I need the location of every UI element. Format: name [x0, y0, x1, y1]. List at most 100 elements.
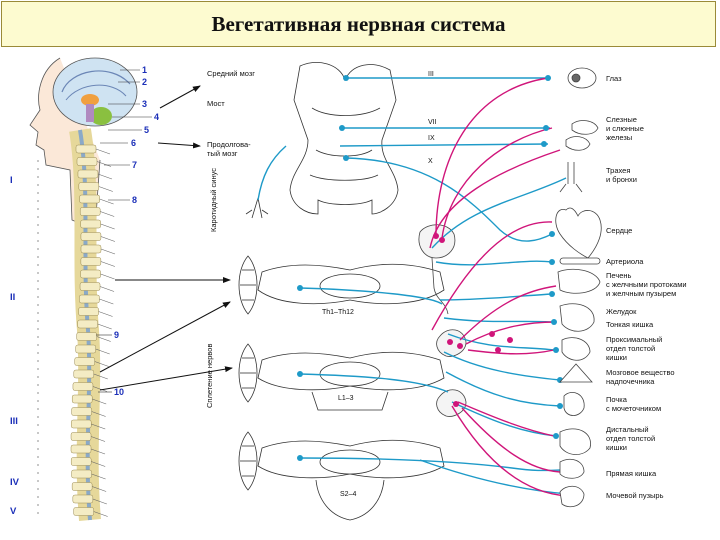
vertebra	[80, 244, 102, 254]
spinal-nerve	[98, 311, 113, 317]
vertebra	[80, 269, 101, 279]
intestine-sketch	[561, 337, 591, 361]
vertebra	[79, 282, 101, 291]
callout-3: 3	[142, 99, 147, 109]
organ-rectum: Прямая кишка	[606, 469, 657, 478]
vertebra	[77, 319, 98, 329]
callout-8: 8	[132, 195, 137, 205]
organ-liver-2: с желчными протоками	[606, 280, 687, 289]
segment-labels: Th1–Th12 L1–3 S2–4	[322, 309, 356, 498]
organ-trachea-2: и бронхи	[606, 175, 637, 184]
trachea-sketch	[559, 162, 583, 193]
spinal-nerve	[95, 348, 110, 355]
vertebra	[71, 394, 93, 404]
region-3: III	[10, 416, 18, 427]
vertebra	[70, 432, 92, 441]
organ-liver-3: и желчным пузырем	[606, 289, 676, 298]
heart-sketch	[555, 207, 602, 259]
vertebra	[70, 457, 92, 466]
organ-sketches	[555, 67, 602, 508]
vertebra	[76, 157, 98, 166]
adrenal-sketch	[559, 363, 593, 383]
nerve-IX: IX	[428, 135, 435, 142]
spinal-nerve	[91, 461, 106, 467]
spinal-nerve	[92, 498, 107, 505]
prevertebral-ganglia	[418, 224, 467, 417]
segment-sacral: S2–4	[340, 491, 356, 498]
label-carotid-sinus: Каротидный синус	[209, 168, 218, 232]
segment-thoracic: Th1–Th12	[322, 309, 354, 316]
organ-dist-colon-1: Дистальный	[606, 425, 649, 434]
organ-trachea-1: Трахея	[606, 166, 630, 175]
eye-sketch	[567, 67, 597, 89]
vertebra	[80, 257, 102, 266]
organ-kidney-1: Почка	[606, 395, 628, 404]
organ-glands-3: железы	[606, 133, 632, 142]
vertebra	[79, 294, 100, 304]
title-banner: Вегетативная нервная система	[1, 1, 716, 47]
nerve-VII: VII	[428, 119, 437, 126]
label-medulla-2: тый мозг	[207, 149, 238, 158]
organ-adrenal-1: Мозговое вещество	[606, 368, 675, 377]
spinal-nerve	[91, 411, 106, 417]
spinal-nerve	[90, 448, 106, 455]
organ-dist-colon-2: отдел толстой	[606, 434, 655, 443]
vertebra	[71, 469, 92, 479]
spinal-nerve	[97, 173, 113, 180]
vertebrae-group	[70, 144, 116, 517]
cerebellum-shape	[90, 107, 112, 125]
spinal-nerve	[99, 298, 114, 305]
spinal-nerve	[92, 486, 107, 492]
region-1: I	[10, 175, 13, 186]
vertebra	[73, 507, 94, 516]
kidney-sketch	[563, 392, 585, 416]
organ-stomach: Желудок	[606, 307, 637, 316]
label-midbrain: Средний мозг	[207, 69, 255, 78]
callout-9: 9	[114, 330, 119, 340]
spinal-nerve	[100, 273, 115, 280]
spinal-nerve	[100, 236, 116, 242]
label-medulla-1: Продолгова-	[207, 140, 251, 149]
vertebra	[79, 194, 100, 204]
organ-labels: Глаз Слезные и слюнные железы Трахея и б…	[606, 74, 687, 500]
organ-heart: Сердце	[606, 226, 632, 235]
label-nerve-plexus: Сплетение нервов	[205, 344, 214, 408]
organ-adrenal-2: надпочечника	[606, 377, 655, 386]
callout-4: 4	[154, 112, 159, 122]
spinal-nerve	[96, 161, 112, 167]
spinal-nerve	[98, 186, 113, 192]
midbrain-shape	[81, 94, 99, 106]
vertebra	[73, 369, 95, 379]
vertebra	[77, 169, 99, 179]
vertebra	[78, 307, 99, 316]
spinal-nerve	[100, 211, 115, 217]
stomach-sketch	[559, 303, 595, 332]
spinal-nerve	[92, 398, 107, 405]
brain-callouts: 1 2 3 4 5 6 7 8 9 10	[96, 65, 159, 397]
spindle-ganglia	[238, 255, 258, 491]
spinal-nerve	[100, 248, 116, 255]
vertebra	[79, 207, 101, 216]
segment-lumbar: L1–3	[338, 395, 354, 402]
spinal-nerve	[93, 511, 108, 517]
callout-2: 2	[142, 77, 147, 87]
spinal-nerve	[95, 148, 111, 155]
region-5: V	[10, 506, 17, 517]
brain-region-labels: Средний мозг Мост Продолгова- тый мозг К…	[205, 69, 255, 408]
rectum-sketch	[559, 458, 585, 479]
spinal-nerve	[92, 386, 108, 392]
brainstem-drawing	[245, 62, 399, 219]
spinal-nerve	[97, 323, 112, 330]
organ-liver-1: Печень	[606, 271, 632, 280]
organ-small-intestine: Тонкая кишка	[606, 320, 654, 329]
brain-shape	[52, 57, 138, 127]
spinal-nerve	[94, 361, 109, 367]
spinal-nerve	[93, 373, 108, 380]
sympathetic-pathways	[257, 77, 569, 495]
spinal-nerve	[96, 336, 111, 342]
spine-region-labels: I II III IV V	[10, 175, 20, 517]
spinal-nerve	[91, 473, 106, 480]
organ-dist-colon-3: кишки	[606, 443, 627, 452]
gland-sketch	[571, 120, 599, 135]
